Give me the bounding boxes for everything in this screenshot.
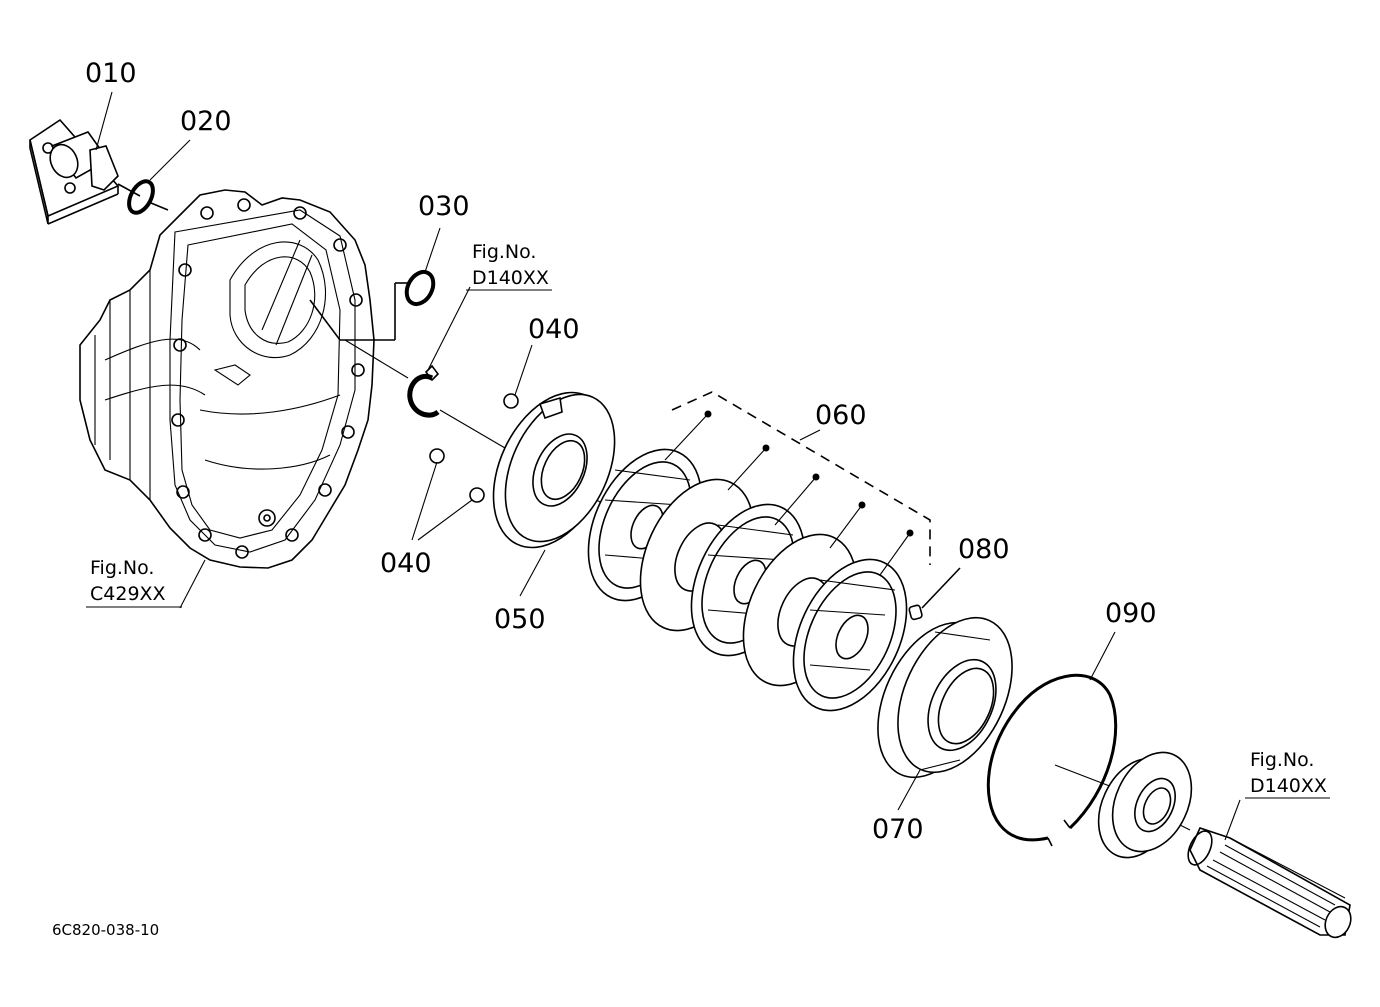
part-090-snap-ring[interactable] <box>986 673 1118 847</box>
fig-ref-title: Fig.No. <box>1250 749 1314 771</box>
fig-ref-code: C429XX <box>90 583 166 605</box>
part-050-pressure-plate[interactable] <box>470 374 636 567</box>
splined-shaft[interactable] <box>1183 827 1355 941</box>
label-020: 020 <box>180 106 232 137</box>
part-060-clutch-discs[interactable] <box>566 391 931 729</box>
fig-ref-d140xx-bottom[interactable]: Fig.No. D140XX <box>1245 749 1330 799</box>
fig-ref-d140xx-top[interactable]: Fig.No. D140XX <box>466 241 552 291</box>
label-030: 030 <box>418 191 470 222</box>
part-labels: 010 020 030 040 040 050 060 070 080 090 <box>85 58 1157 845</box>
label-010: 010 <box>85 58 137 89</box>
label-040-bottom: 040 <box>380 548 432 579</box>
fig-ref-code: D140XX <box>1250 775 1327 797</box>
part-040-steel-balls[interactable] <box>429 393 519 503</box>
part-080-pin[interactable] <box>908 567 961 621</box>
part-020-o-ring[interactable] <box>124 177 169 216</box>
label-050: 050 <box>494 604 546 635</box>
circlip[interactable] <box>407 364 440 418</box>
part-030-snap-ring[interactable] <box>401 267 438 308</box>
label-060: 060 <box>815 400 867 431</box>
label-040-top: 040 <box>528 314 580 345</box>
fig-ref-code: D140XX <box>472 267 549 289</box>
fig-ref-title: Fig.No. <box>90 557 154 579</box>
label-070: 070 <box>872 814 924 845</box>
bearing[interactable] <box>1083 740 1206 871</box>
drawing-code: 6C820-038-10 <box>52 921 159 939</box>
leader-lines <box>95 91 1241 841</box>
fig-ref-c429xx[interactable]: Fig.No. C429XX <box>86 557 182 608</box>
label-090: 090 <box>1105 598 1157 629</box>
label-080: 080 <box>958 534 1010 565</box>
transmission-case[interactable] <box>79 189 408 569</box>
part-070-piston[interactable] <box>855 600 1035 796</box>
fig-ref-title: Fig.No. <box>472 241 536 263</box>
part-010-bracket-pin[interactable] <box>29 118 141 225</box>
figure-references: Fig.No. D140XX Fig.No. C429XX Fig.No. D1… <box>86 241 1330 799</box>
